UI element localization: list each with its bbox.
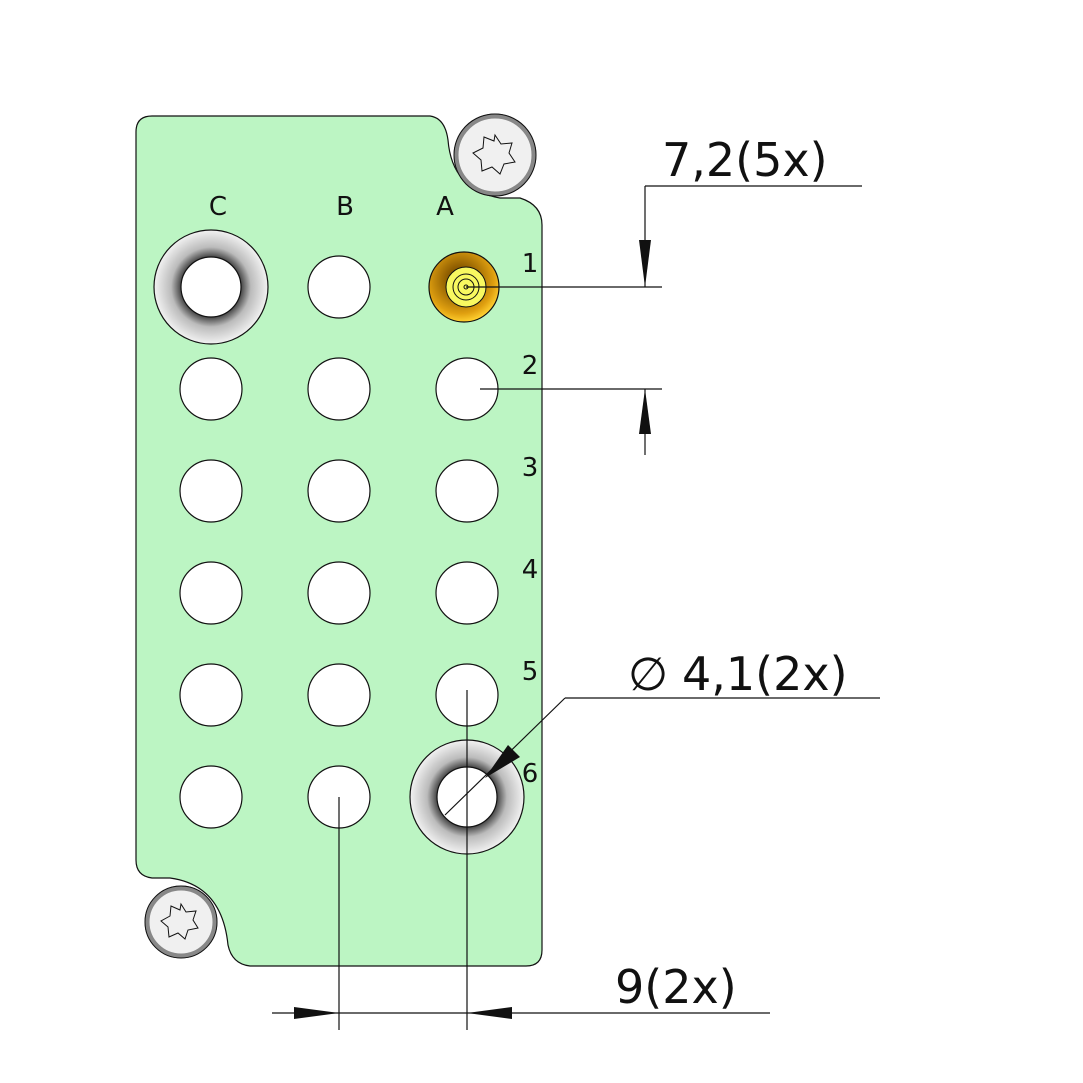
row-label-1: 1 — [522, 249, 539, 279]
screw-top-right — [453, 113, 537, 197]
row-labels: 1 2 3 4 5 6 — [522, 249, 539, 789]
contact-hole-c6 — [179, 765, 243, 829]
contact-holes — [179, 255, 499, 829]
column-label-b: B — [336, 192, 354, 222]
contact-hole-b4 — [307, 561, 371, 625]
row-label-4: 4 — [522, 555, 539, 585]
screw-bottom-left — [144, 885, 218, 959]
large-ring-c1 — [153, 229, 269, 345]
contact-hole-b3 — [307, 459, 371, 523]
row-label-2: 2 — [522, 351, 539, 381]
torx-icon — [472, 133, 516, 175]
diameter-symbol: ∅ — [628, 647, 668, 701]
dimension-hole-diameter — [444, 697, 880, 816]
contact-hole-c4 — [179, 561, 243, 625]
contact-hole-a3 — [435, 459, 499, 523]
contact-hole-b1 — [307, 255, 371, 319]
contact-hole-c2 — [179, 357, 243, 421]
dimension-label-vertical-pitch: 7,2(5x) — [662, 133, 828, 187]
row-label-3: 3 — [522, 453, 539, 483]
dimension-horizontal-pitch — [272, 690, 770, 1030]
contact-hole-c5 — [179, 663, 243, 727]
contact-hole-b2 — [307, 357, 371, 421]
contact-hole-c3 — [179, 459, 243, 523]
dimension-vertical-pitch — [466, 185, 862, 455]
row-label-6: 6 — [522, 759, 539, 789]
dimension-label-hole-diameter: 4,1(2x) — [682, 647, 848, 701]
column-label-c: C — [209, 192, 227, 222]
dimension-label-horizontal-pitch: 9(2x) — [615, 960, 737, 1014]
row-label-5: 5 — [522, 657, 539, 687]
torx-icon — [160, 902, 199, 940]
contact-hole-b5 — [307, 663, 371, 727]
contact-hole-a4 — [435, 561, 499, 625]
column-label-a: A — [436, 192, 454, 222]
column-labels: C B A — [209, 192, 454, 222]
